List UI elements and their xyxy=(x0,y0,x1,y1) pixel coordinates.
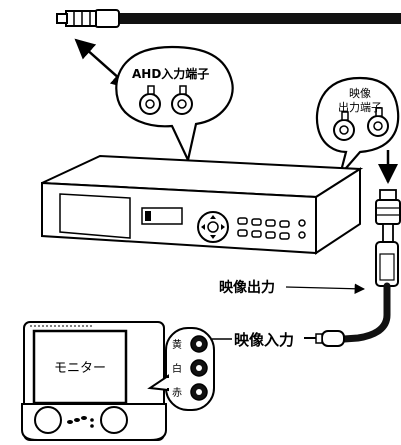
video-input-text: 映像入力 xyxy=(234,331,294,349)
dpad-icon xyxy=(197,211,229,243)
rca-red-label: 赤 xyxy=(172,387,182,399)
video-output-label-line1: 映像 xyxy=(349,87,371,100)
rca-plug-icon xyxy=(304,330,345,347)
bnc-jack-icon xyxy=(171,85,193,115)
speaker-right-icon xyxy=(100,406,128,434)
rca-white-label: 白 xyxy=(172,362,182,375)
rca-yellow-label: 黄 xyxy=(172,338,182,351)
video-output-label-line2: 出力端子 xyxy=(338,100,382,114)
ahd-input-label: AHD入力端子 xyxy=(132,66,209,81)
bnc-jack-icon xyxy=(367,107,389,137)
monitor-label: モニター xyxy=(54,361,106,376)
bnc-jack-icon xyxy=(139,85,161,115)
monitor-screen xyxy=(32,329,128,405)
rca-cable xyxy=(340,282,391,343)
front-display xyxy=(141,207,183,225)
bnc-rca-adapter xyxy=(375,189,401,287)
bnc-jack-icon xyxy=(333,111,355,141)
video-output-text: 映像出力 xyxy=(219,279,275,296)
camera-cable xyxy=(56,9,401,28)
dvr-recorder xyxy=(41,154,364,255)
front-buttons xyxy=(237,217,306,240)
control-knobs xyxy=(67,416,94,428)
video-output-arrow xyxy=(285,283,366,294)
video-output-callout: 映像 出力端子 xyxy=(315,76,400,176)
monitor: モニター xyxy=(21,321,167,441)
speaker-left-icon xyxy=(34,406,62,434)
rca-input-callout: 黄 白 赤 xyxy=(147,327,215,411)
ahd-input-callout: AHD入力端子 xyxy=(115,45,234,164)
